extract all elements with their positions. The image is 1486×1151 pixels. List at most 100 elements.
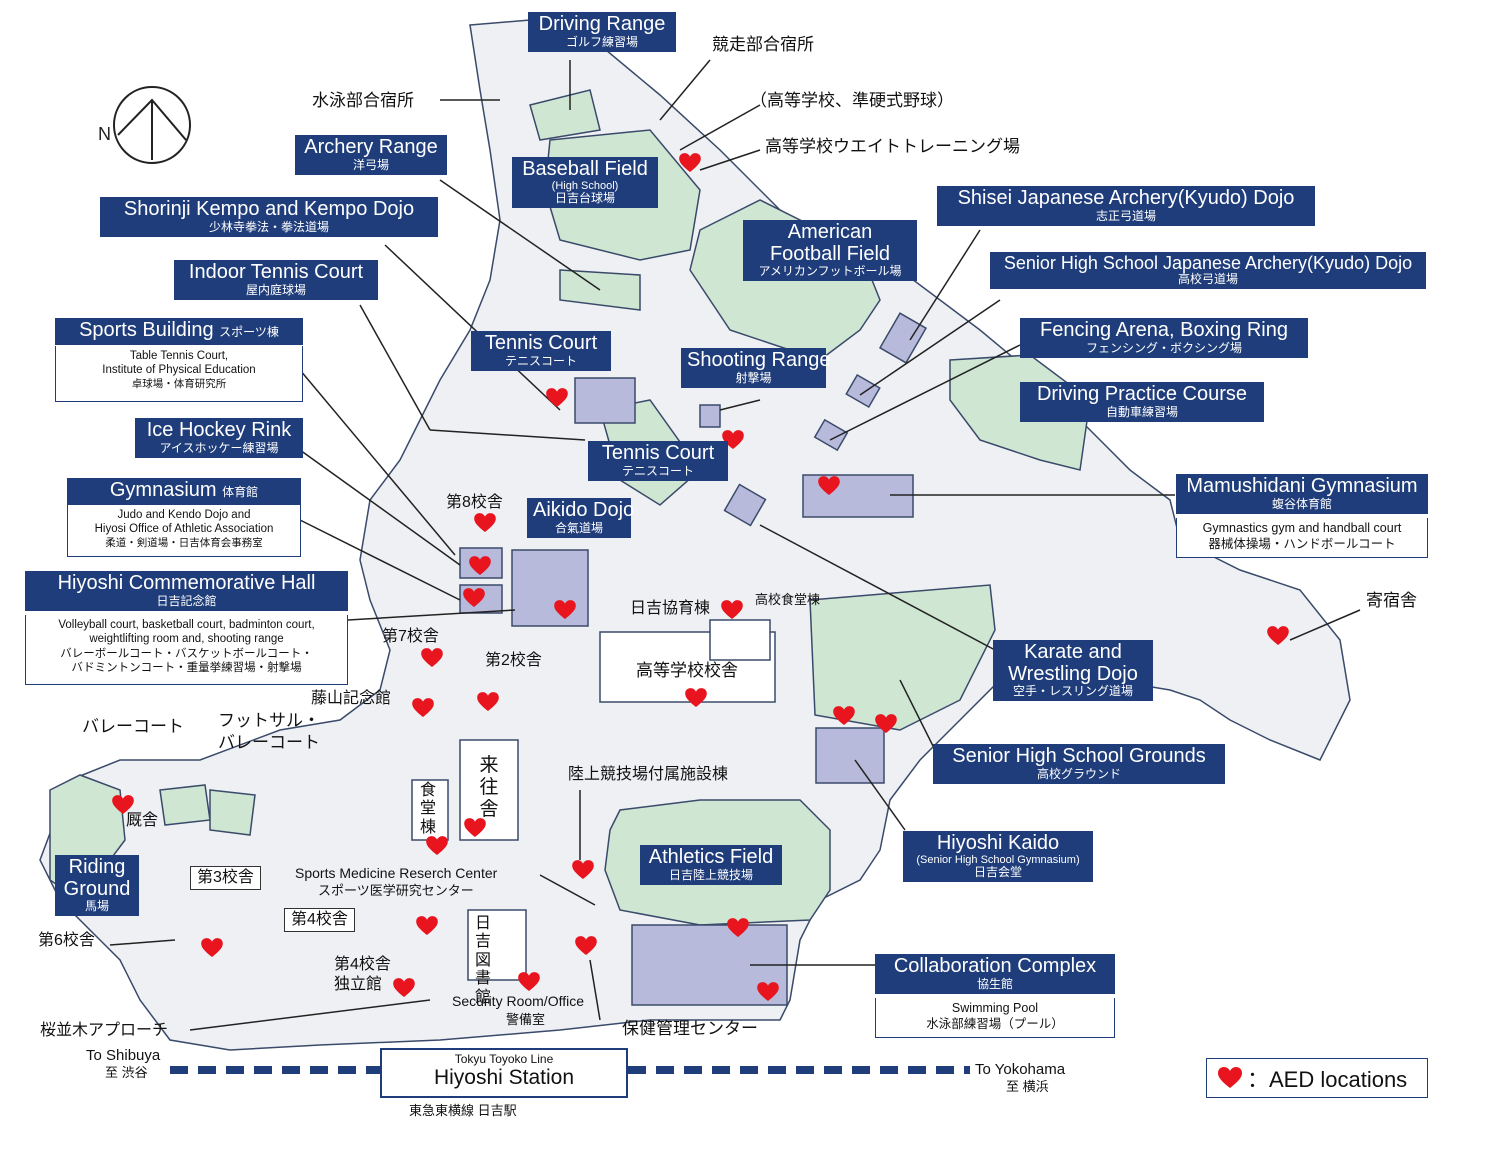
ice-hockey-ja: アイスホッケー練習場 — [159, 440, 279, 455]
athletics-field-en: Athletics Field — [648, 846, 774, 868]
text-building8: 第8校舎 — [446, 494, 503, 511]
gymnasium-desc: Judo and Kendo Dojo and Hiyosi Office of… — [67, 505, 301, 557]
shokudo-building — [411, 779, 449, 841]
riding-ground-en2: Ground — [63, 877, 131, 900]
karate-building — [723, 483, 767, 527]
label-karate: Karate and Wrestling Dojo 空手・レスリング道場 — [993, 640, 1153, 702]
station-name: Hiyoshi Station — [433, 1066, 575, 1089]
text-security-en: Security Room/Office — [452, 993, 585, 1009]
label-riding-ground: Riding Ground 馬場 — [55, 855, 139, 917]
heart-icon — [1218, 1067, 1242, 1088]
label-senior-grounds: Senior High School Grounds 高校グラウンド — [933, 744, 1225, 784]
compass-icon: N — [98, 86, 191, 164]
mamushidani-ja: 蝮谷体育館 — [1271, 496, 1332, 511]
text-library: 日吉図書館 — [474, 915, 491, 1006]
text-dormitory: 寄宿舎 — [1366, 591, 1417, 610]
aed-heart-icon — [818, 476, 840, 495]
hiyoshi-commemorative-hall-building — [511, 549, 589, 627]
text-sports-medicine-ja: スポーツ医学研究センター — [318, 883, 474, 898]
tennis-court-2-en: Tennis Court — [601, 442, 715, 464]
text-to-yokohama-ja: 至 横浜 — [1006, 1079, 1049, 1094]
label-archery-range: Archery Range 洋弓場 — [295, 135, 447, 175]
aed-heart-icon — [721, 600, 743, 619]
text-raiousha: 来往舎 — [479, 755, 499, 820]
senior-kyudo-building — [813, 418, 849, 452]
mamushidani-desc2: 器械体操場・ハンドボールコート — [1208, 536, 1396, 551]
baseball-field-ja: 日吉台球場 — [554, 191, 615, 206]
sports-building-desc: Table Tennis Court, Institute of Physica… — [55, 346, 303, 402]
text-hs-weight: 高等学校ウエイトトレーニング場 — [765, 137, 1020, 156]
commemorative-hall-desc2: weightlifting room and, shooting range — [89, 633, 284, 646]
text-athletics-annex: 陸上競技場付属施設棟 — [568, 766, 729, 783]
station-line: Tokyu Toyoko Line — [454, 1052, 554, 1066]
indoor-tennis-ja: 屋内庭球場 — [245, 282, 306, 297]
aed-heart-icon — [875, 714, 897, 733]
aed-heart-icon — [464, 818, 486, 837]
aed-heart-icon — [727, 918, 749, 937]
aikido-dojo-en: Aikido Dojo — [533, 499, 635, 521]
collaboration-desc: Swimming Pool 水泳部練習場（プール） — [875, 998, 1115, 1038]
tennis-court-1-en: Tennis Court — [484, 332, 598, 354]
ice-hockey-en: Ice Hockey Rink — [146, 419, 292, 441]
shooting-range-ja: 射撃場 — [735, 370, 772, 385]
aed-heart-icon — [757, 982, 779, 1001]
text-building4-ind-1: 第4校舎 — [334, 956, 391, 973]
hiyoshi-kyoiku-building — [709, 619, 771, 661]
aed-heart-icon — [554, 600, 576, 619]
label-tennis-court-2: Tennis Court テニスコート — [588, 441, 728, 481]
aikido-dojo-ja: 合氣道場 — [554, 520, 603, 535]
karate-en1: Karate and — [1024, 641, 1122, 663]
label-shisei-kyudo: Shisei Japanese Archery(Kyudo) Dojo 志正弓道… — [937, 186, 1315, 226]
text-to-shibuya-en: To Shibuya — [86, 1047, 161, 1064]
sports-building-desc2: Institute of Physical Education — [102, 364, 256, 377]
label-fencing: Fencing Arena, Boxing Ring フェンシング・ボクシング場 — [1020, 318, 1308, 358]
riding-ground-ja: 馬場 — [84, 899, 109, 914]
hiyoshi-kaido-ja: 日吉会堂 — [973, 865, 1022, 880]
label-aikido-dojo: Aikido Dojo 合氣道場 — [527, 498, 635, 538]
commemorative-hall-ja: 日吉記念館 — [156, 593, 217, 608]
karate-en2: Wrestling Dojo — [1008, 662, 1138, 685]
text-to-shibuya-ja: 至 渋谷 — [105, 1065, 148, 1080]
svg-text:N: N — [98, 124, 111, 144]
gymnasium-desc2: Hiyosi Office of Athletic Association — [94, 523, 274, 536]
commemorative-hall-desc4: バドミントンコート・重量挙練習場・射撃場 — [71, 662, 302, 675]
shisei-kyudo-building — [878, 312, 928, 364]
aed-heart-icon — [421, 648, 443, 667]
text-security-ja: 警備室 — [506, 1012, 546, 1027]
hiyoshi-kaido-sub: (Senior High School Gymnasium) — [916, 853, 1080, 866]
text-futsal-1: フットサル・ — [218, 711, 320, 730]
leader-lines — [109, 59, 1361, 1031]
label-american-football: American Football Field アメリカンフットボール場 — [743, 220, 917, 282]
driving-practice-en: Driving Practice Course — [1036, 383, 1248, 405]
fencing-building — [845, 373, 881, 409]
american-football-en1: American — [787, 221, 873, 243]
aed-heart-icon — [575, 936, 597, 955]
mamushidani-desc: Gymnastics gym and handball court 器械体操場・… — [1176, 518, 1428, 558]
shooting-range-en: Shooting Range — [687, 349, 831, 371]
aed-heart-icon — [685, 688, 707, 707]
senior-grounds-area — [809, 584, 996, 731]
text-sakura-approach: 桜並木アプローチ — [40, 1022, 169, 1039]
collaboration-en: Collaboration Complex — [893, 955, 1097, 977]
aed-heart-icon — [426, 836, 448, 855]
collaboration-desc1: Swimming Pool — [951, 1001, 1039, 1015]
aed-heart-icon — [679, 153, 701, 172]
label-tennis-court-1: Tennis Court テニスコート — [471, 331, 611, 371]
aed-markers — [112, 153, 1289, 1001]
aed-legend-label: ：AED locations — [1247, 1067, 1408, 1092]
commemorative-hall-en: Hiyoshi Commemorative Hall — [57, 572, 316, 594]
aed-heart-icon — [412, 698, 434, 717]
aed-heart-icon — [474, 513, 496, 532]
label-indoor-tennis: Indoor Tennis Court 屋内庭球場 — [174, 260, 378, 300]
text-building2: 第2校舎 — [485, 652, 542, 669]
commemorative-hall-desc: Volleyball court, basketball court, badm… — [25, 615, 348, 685]
archery-range-ja: 洋弓場 — [352, 157, 389, 172]
label-gymnasium: Gymnasium 体育館 — [67, 478, 301, 505]
gymnasium-desc3: 柔道・剣道場・日吉体育会事務室 — [105, 536, 263, 549]
aed-heart-icon — [833, 706, 855, 725]
label-baseball-field: Baseball Field (High School) 日吉台球場 — [512, 157, 658, 209]
driving-range-ja: ゴルフ練習場 — [565, 34, 638, 49]
fencing-en: Fencing Arena, Boxing Ring — [1040, 319, 1288, 341]
text-to-yokohama-en: To Yokohama — [975, 1061, 1066, 1078]
